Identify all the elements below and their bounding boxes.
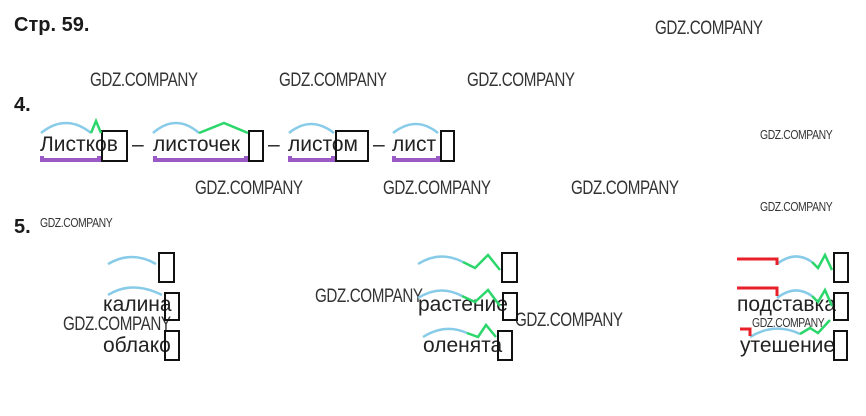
watermark: GDZ.COMPANY (571, 178, 679, 199)
base-underline-marks (40, 156, 440, 162)
dash: – (268, 133, 280, 156)
ending-box (833, 252, 849, 283)
watermark: GDZ.COMPANY (467, 70, 575, 91)
word-listochek: листочек (153, 133, 240, 156)
ending-box (158, 252, 175, 283)
ending-box (833, 292, 849, 321)
ending-box (335, 130, 369, 162)
word-olenyata: оленята (423, 334, 503, 357)
ending-box (501, 252, 518, 283)
ending-box (497, 330, 513, 361)
page-title: Стр. 59. (14, 14, 90, 36)
word-rastenie: растение (418, 293, 508, 316)
word-listkov: Листков (40, 133, 118, 156)
watermark: GDZ.COMPANY (760, 127, 833, 142)
word-podstavka: подставка (737, 293, 836, 316)
watermark: GDZ.COMPANY (315, 286, 423, 307)
task-5-number: 5. (14, 216, 31, 238)
ending-box (502, 292, 518, 321)
ending-box (440, 130, 455, 162)
watermark: GDZ.COMPANY (515, 310, 623, 331)
watermark: GDZ.COMPANY (760, 199, 833, 214)
prefix-marks (737, 257, 779, 336)
ending-box (164, 292, 180, 321)
watermark: GDZ.COMPANY (279, 70, 387, 91)
ending-box (248, 130, 264, 162)
root-arc-marks (40, 121, 813, 339)
word-kalina: калина (103, 293, 172, 316)
task-4-number: 4. (14, 94, 31, 116)
watermark: GDZ.COMPANY (40, 215, 113, 230)
watermark: GDZ.COMPANY (383, 178, 491, 199)
ending-box (101, 130, 128, 162)
watermark: GDZ.COMPANY (63, 314, 171, 335)
watermark: GDZ.COMPANY (655, 18, 763, 39)
ending-box (833, 330, 848, 361)
watermark: GDZ.COMPANY (195, 178, 303, 199)
watermark: GDZ.COMPANY (90, 70, 198, 91)
word-oblako: облако (103, 334, 171, 357)
word-uteshenie: утешение (740, 334, 836, 357)
ending-box (164, 330, 180, 361)
dash: – (132, 133, 144, 156)
word-list: лист (392, 133, 437, 156)
suffix-marks (89, 117, 834, 339)
dash: – (373, 133, 385, 156)
word-listom: листом (288, 133, 358, 156)
watermark: GDZ.COMPANY (752, 315, 825, 330)
